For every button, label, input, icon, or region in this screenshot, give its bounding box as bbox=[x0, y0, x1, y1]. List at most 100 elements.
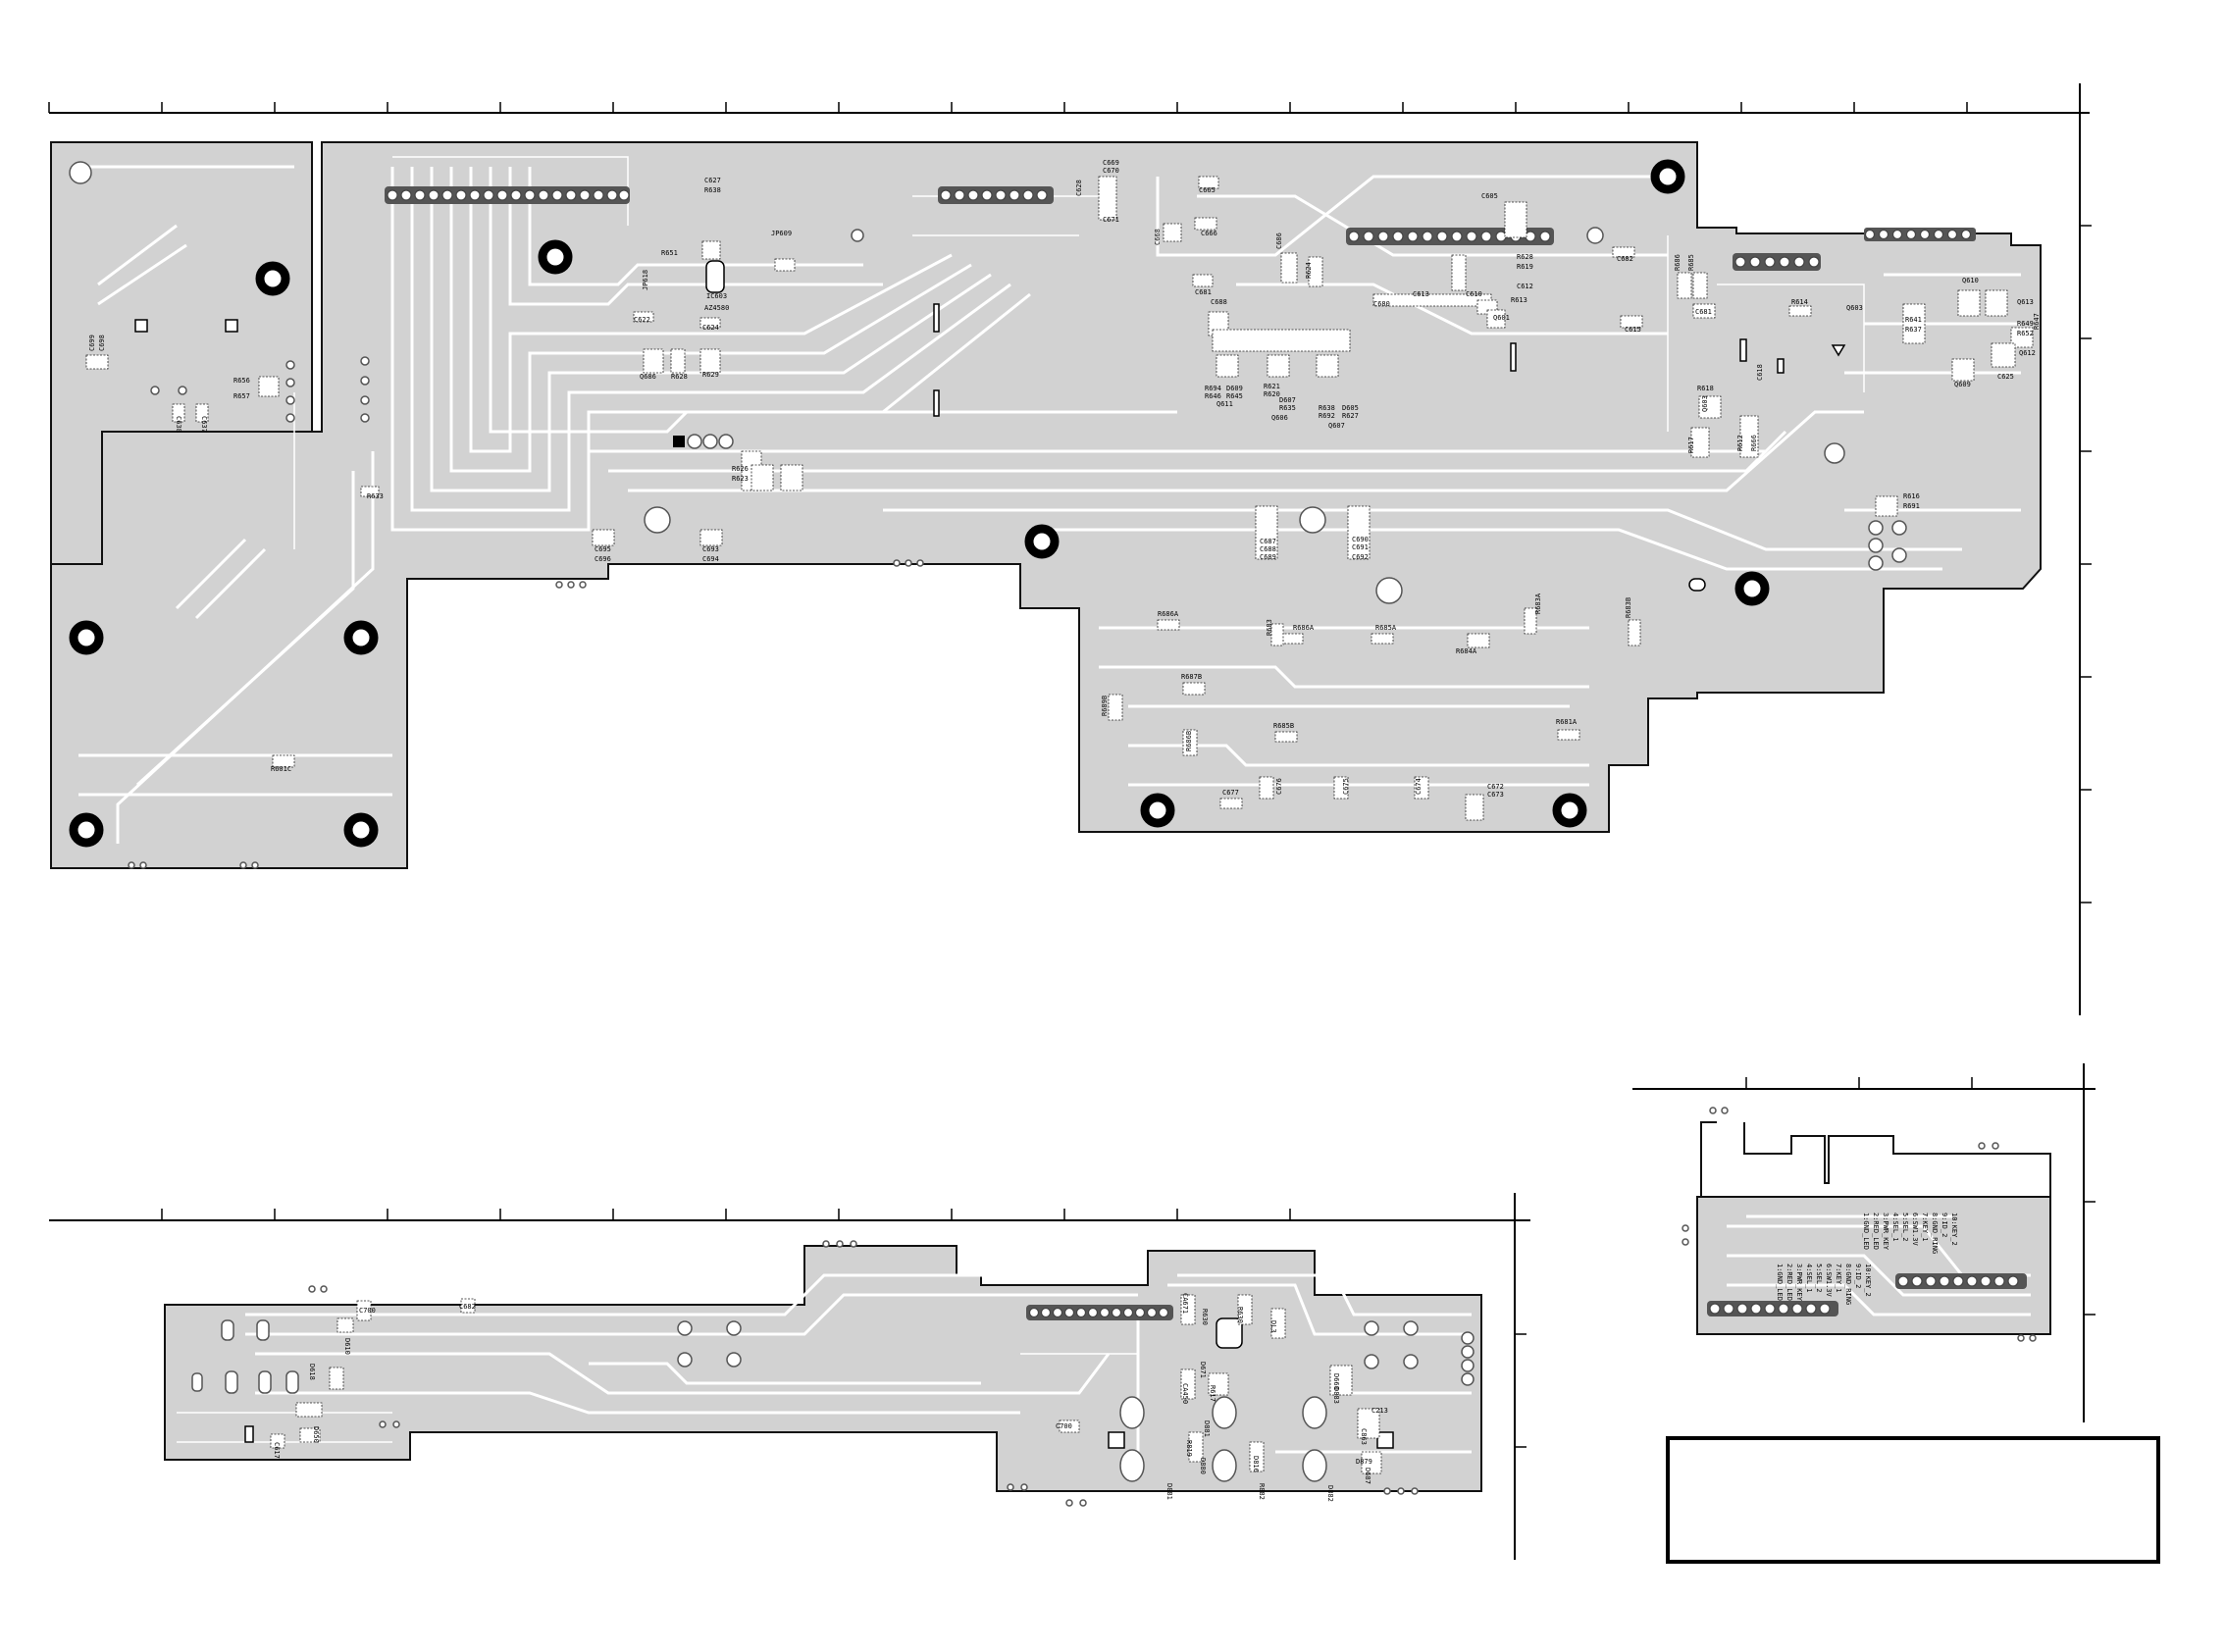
main-component-label: C677 bbox=[1222, 789, 1239, 797]
main-component-label: C624 bbox=[702, 324, 719, 332]
main-connector-cn2 bbox=[938, 186, 1054, 204]
main-component-label: C696 bbox=[595, 555, 611, 563]
main-component-label: R629 bbox=[702, 371, 719, 379]
main-component-label: R612 bbox=[1736, 435, 1744, 451]
main-component-label: R652 bbox=[2017, 330, 2034, 337]
connector-pin-label-upper: 3:PWR_KEY bbox=[1882, 1213, 1889, 1251]
main-component-label: R666 bbox=[1750, 435, 1758, 451]
main-white-holes bbox=[69, 161, 1907, 869]
main-component-label: C688 bbox=[1260, 545, 1276, 553]
main-component-label: R686A bbox=[1158, 610, 1179, 618]
main-component-label: C672 bbox=[1487, 783, 1504, 791]
connector-pin-label: 4:SEL_1 bbox=[1805, 1264, 1813, 1293]
main-component-label: C610 bbox=[1466, 290, 1482, 298]
main-component-label: C694 bbox=[702, 555, 719, 563]
main-component-label: R649 bbox=[2017, 320, 2034, 328]
main-component-label: C699 bbox=[88, 335, 96, 351]
main-component-label: C615 bbox=[1625, 326, 1641, 334]
main-component-label: IC603 bbox=[706, 292, 727, 300]
main-component-label: AZ4580 bbox=[704, 304, 729, 312]
main-component-label: C690 bbox=[1352, 536, 1369, 543]
main-component-label: C669 bbox=[1103, 159, 1119, 167]
right-ruler bbox=[1632, 1063, 2096, 1422]
main-component-label: R623 bbox=[732, 475, 749, 483]
bottom-smd-parts bbox=[270, 1294, 1382, 1474]
title-block-box bbox=[1666, 1436, 2160, 1564]
main-component-label: Q606 bbox=[1271, 414, 1288, 422]
connector-pin-label: 5:SEL_2 bbox=[1815, 1264, 1823, 1293]
bottom-component-label: CA671 bbox=[1181, 1293, 1189, 1314]
main-component-label: R686A bbox=[1293, 624, 1315, 632]
main-component-label: JP618 bbox=[642, 270, 649, 290]
main-component-label: Q601 bbox=[1493, 314, 1510, 322]
bottom-component-label: D881 bbox=[1165, 1483, 1173, 1500]
main-component-label: Q607 bbox=[1328, 422, 1345, 430]
bottom-board bbox=[164, 1245, 1482, 1492]
main-component-label: R621 bbox=[1264, 383, 1280, 390]
main-component-label: C681 bbox=[1695, 308, 1712, 316]
connector-pin-label: 9:ID_2 bbox=[1854, 1264, 1862, 1288]
bottom-component-label: R882 bbox=[1258, 1483, 1266, 1500]
bottom-component-label: D880 bbox=[1199, 1458, 1207, 1474]
right-connector-2 bbox=[1707, 1301, 1838, 1316]
main-component-label: C686 bbox=[1275, 232, 1283, 249]
main-top-ruler bbox=[48, 102, 2090, 114]
main-component-label: R626 bbox=[732, 465, 749, 473]
main-component-label: C671 bbox=[1103, 216, 1119, 224]
main-component-label: R635 bbox=[1279, 404, 1296, 412]
bottom-component-label: D816 bbox=[1252, 1456, 1260, 1472]
bottom-connector bbox=[1026, 1305, 1173, 1320]
main-component-label: C665 bbox=[1199, 186, 1216, 194]
main-component-label: C625 bbox=[1997, 373, 2014, 381]
main-component-label: C613 bbox=[1413, 290, 1429, 298]
main-component-label: R617 bbox=[1687, 437, 1695, 453]
connector-pin-label-upper: 2:RED_LED bbox=[1872, 1213, 1880, 1250]
connector-pin-label: 2:RED_LED bbox=[1785, 1264, 1793, 1301]
connector-pin-label: 6:SW1.3V bbox=[1825, 1264, 1833, 1298]
main-component-label: C695 bbox=[595, 545, 611, 553]
main-component-label: R694 bbox=[1205, 385, 1221, 392]
bottom-pads bbox=[191, 1240, 1475, 1507]
bottom-component-label: D882 bbox=[1326, 1485, 1334, 1502]
main-component-label: R619 bbox=[1517, 263, 1533, 271]
bottom-component-label: D660 bbox=[1332, 1373, 1340, 1390]
bottom-component-label: C700 bbox=[359, 1307, 376, 1315]
connector-pin-label-upper: 6:SW1.3V bbox=[1911, 1213, 1919, 1247]
main-component-label: R683A bbox=[1534, 593, 1542, 614]
main-component-label: C674 bbox=[1415, 778, 1423, 795]
main-component-label: R638 bbox=[704, 186, 721, 194]
connector-pin-label: 1:GND_LED bbox=[1776, 1264, 1784, 1301]
main-component-label: C618 bbox=[1756, 364, 1764, 381]
main-component-label: R684A bbox=[1456, 647, 1477, 655]
main-slot-4 bbox=[1739, 338, 1747, 362]
main-component-label: Q610 bbox=[1962, 277, 1979, 284]
main-component-label: R685A bbox=[1375, 624, 1397, 632]
bottom-ruler bbox=[49, 1193, 1530, 1560]
main-component-label: R638 bbox=[1319, 404, 1335, 412]
right-board bbox=[1696, 1121, 2051, 1335]
main-component-label: Q686 bbox=[640, 373, 656, 381]
bottom-component-label: D610 bbox=[343, 1338, 351, 1355]
main-component-label: R616 bbox=[1903, 492, 1920, 500]
main-component-label: R627 bbox=[1342, 412, 1359, 420]
main-oval-pad bbox=[1688, 578, 1706, 592]
main-component-label: C687 bbox=[1260, 538, 1276, 545]
main-smd-parts bbox=[85, 176, 2034, 821]
main-component-label: Q613 bbox=[2017, 298, 2034, 306]
main-square-pad-1 bbox=[134, 319, 148, 333]
main-component-label: R641 bbox=[1905, 316, 1922, 324]
main-component-label: R651 bbox=[661, 249, 678, 257]
main-component-label: C622 bbox=[634, 316, 650, 324]
main-component-label: R637 bbox=[1905, 326, 1922, 334]
main-slot-5 bbox=[1777, 358, 1785, 374]
main-component-label: R628 bbox=[671, 373, 688, 381]
main-component-label: C698 bbox=[98, 335, 106, 351]
main-component-label: R633 bbox=[367, 492, 384, 500]
bottom-component-label: C700 bbox=[1056, 1422, 1072, 1430]
main-component-label: Q612 bbox=[2019, 349, 2036, 357]
bottom-component-label: R819 bbox=[1185, 1440, 1193, 1457]
main-component-label: R647 bbox=[2033, 313, 2041, 330]
main-component-label: R686B bbox=[1185, 731, 1193, 751]
